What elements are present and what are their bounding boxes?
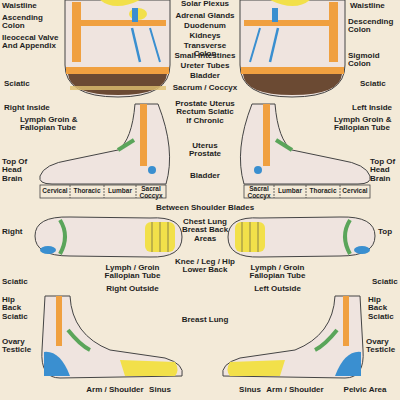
organ-label: Ascending Colon — [2, 14, 62, 31]
organ-label: Sinus — [145, 386, 175, 394]
organ-label: Knee / Leg / Hip Lower Back — [165, 258, 245, 275]
organ-label: Right Outside — [95, 285, 170, 293]
organ-label: Arm / Shoulder — [85, 386, 145, 394]
organ-label: Kidneys — [172, 32, 238, 40]
organ-label: Top — [378, 228, 398, 236]
organ-label: Waistline — [2, 2, 52, 10]
organ-label: Right Inside — [4, 104, 64, 112]
organ-label: Lumbar — [104, 188, 136, 195]
organ-label: Bladder — [172, 72, 238, 80]
organ-label: Sinus — [235, 386, 265, 394]
organ-label: Lumbar — [274, 188, 306, 195]
organ-label: Lymph Groin & Fallopian Tube — [334, 116, 392, 133]
organ-label: Left Inside — [352, 104, 398, 112]
organ-label: Cervical — [340, 188, 370, 195]
organ-label: Sciatic — [372, 278, 398, 286]
organ-label: Left Outside — [240, 285, 315, 293]
organ-label: Breast Lung — [180, 316, 230, 324]
organ-label: Right — [2, 228, 32, 236]
organ-label: Waistline — [350, 2, 398, 10]
organ-label: Thoracic — [306, 188, 340, 195]
organ-label: Sacral Coccyx — [136, 186, 166, 200]
organ-label: Prostate Uterus Rectum Sciatic If Chroni… — [175, 100, 235, 125]
organ-label: Top Of Head Brain — [2, 158, 38, 183]
organ-label: Solar Plexus — [170, 0, 240, 8]
organ-label: Chest Lung Breast Back Areas — [180, 218, 230, 243]
organ-label: Ovary Testicle — [366, 338, 398, 355]
organ-label: Sciatic — [2, 278, 42, 286]
organ-label: Hip Back Sciatic — [368, 296, 398, 321]
organ-label: Descending Colon — [348, 18, 398, 35]
organ-label: Bladder — [180, 172, 230, 180]
organ-label: Sciatic — [4, 80, 44, 88]
organ-label: Ureter Tubes — [172, 62, 238, 70]
organ-label: Thoracic — [70, 188, 104, 195]
organ-label: Adrenal Glands — [172, 12, 238, 20]
organ-label: Between Shoulder Blades — [150, 204, 260, 212]
organ-label: Sciatic — [360, 80, 398, 88]
organ-label: Ileocecal Valve And Appendix — [2, 34, 62, 51]
organ-label: Top Of Head Brain — [370, 158, 398, 183]
organ-label: Duodenum — [172, 22, 238, 30]
organ-label: Lymph / Groin Fallopian Tube — [95, 264, 170, 281]
organ-label: Pelvic Area — [335, 386, 395, 394]
organ-label: Sacrum / Coccyx — [172, 84, 238, 92]
organ-label: Arm / Shoulder — [265, 386, 325, 394]
organ-label: Lymph Groin & Fallopian Tube — [20, 116, 78, 133]
organ-label: Cervical — [40, 188, 70, 195]
organ-label: Small Intestines — [172, 52, 238, 60]
organ-label: Ovary Testicle — [2, 338, 40, 355]
organ-label: Uterus Prostate — [180, 142, 230, 159]
organ-label: Sigmoid Colon — [348, 52, 398, 69]
organ-label: Hip Back Sciatic — [2, 296, 36, 321]
organ-label: Lymph / Groin Fallopian Tube — [240, 264, 315, 281]
organ-label: Sacral Coccyx — [244, 186, 274, 200]
